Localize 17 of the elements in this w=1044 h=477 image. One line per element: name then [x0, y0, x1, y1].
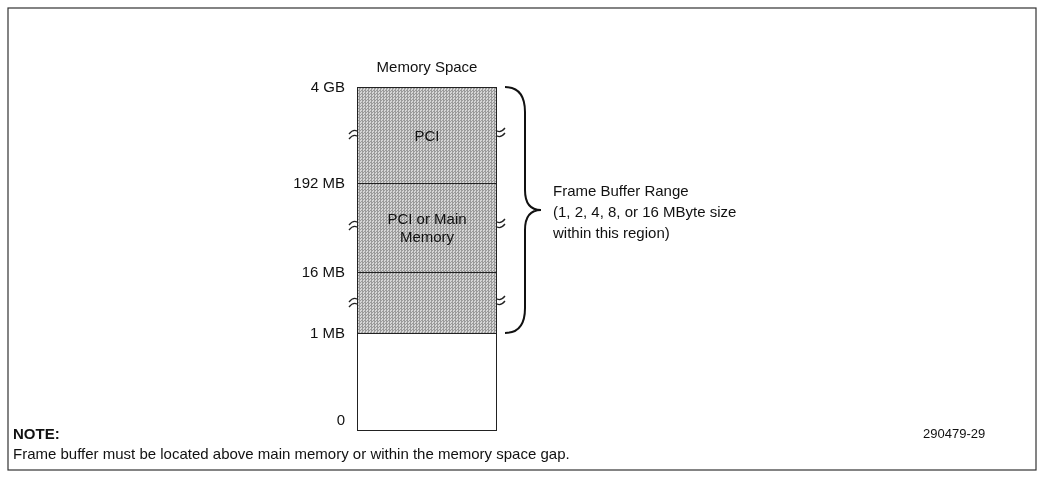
axis-title: Memory Space — [376, 57, 478, 77]
note-heading: NOTE: — [13, 424, 60, 444]
memory-region — [357, 272, 497, 334]
address-label: 192 MB — [293, 173, 345, 193]
address-label: 0 — [336, 410, 345, 430]
memory-region — [357, 87, 497, 184]
figure-number: 290479-29 — [923, 425, 986, 443]
address-label: 16 MB — [301, 262, 345, 282]
note-text: Frame buffer must be located above main memory or within the memory space gap. — [13, 444, 570, 464]
address-label: 1 MB — [310, 323, 345, 343]
region-label: PCI — [413, 126, 441, 145]
memory-region — [357, 183, 497, 273]
range-note: (1, 2, 4, 8, or 16 MByte size within this region) — [553, 202, 738, 243]
address-label: 4 GB — [310, 77, 345, 97]
range-title: Frame Buffer Range — [553, 181, 689, 201]
memory-region — [357, 333, 497, 431]
region-label: PCI or Main Memory — [386, 210, 468, 246]
